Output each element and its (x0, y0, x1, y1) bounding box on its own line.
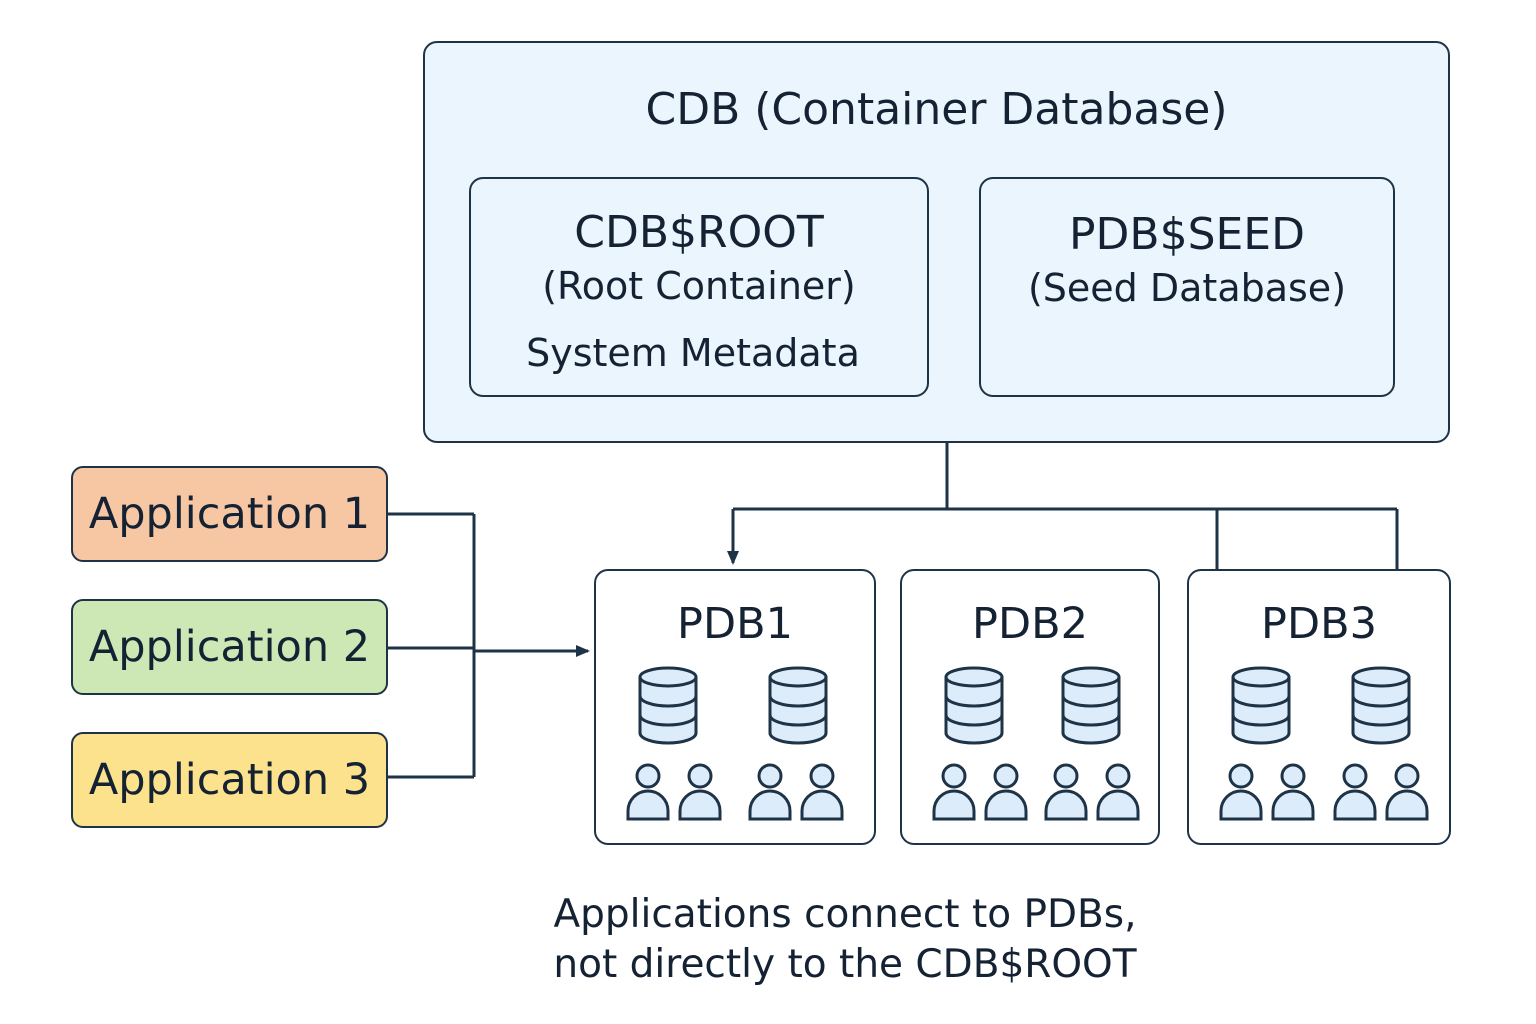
pdb3-container: PDB3 (1187, 569, 1451, 845)
users-icon (1219, 763, 1315, 821)
database-icon (944, 666, 1004, 745)
users-icon (626, 763, 722, 821)
caption-line-1: Applications connect to PDBs, (553, 892, 1137, 937)
cdb-title: CDB (Container Database) (645, 84, 1228, 135)
users-icon (932, 763, 1028, 821)
cdb-root-subtitle: (Root Container) (542, 264, 856, 308)
caption-line-2: not directly to the CDB$ROOT (553, 942, 1137, 987)
database-icon (1351, 666, 1411, 745)
application-1-label: Application 1 (88, 489, 371, 539)
users-icon (1333, 763, 1429, 821)
pdb1-title: PDB1 (677, 599, 793, 649)
application-2-box: Application 2 (71, 599, 388, 695)
application-1-box: Application 1 (71, 466, 388, 562)
cdb-root-note: System Metadata (526, 331, 860, 375)
pdb2-container: PDB2 (900, 569, 1160, 845)
application-3-box: Application 3 (71, 732, 388, 828)
pdb3-title: PDB3 (1261, 599, 1377, 649)
database-icon (768, 666, 828, 745)
pdb-seed-container: PDB$SEED (Seed Database) (979, 177, 1395, 397)
users-icon (1044, 763, 1140, 821)
application-2-label: Application 2 (88, 622, 371, 672)
diagram-caption: Applications connect to PDBs, not direct… (440, 890, 1250, 990)
cdb-root-title: CDB$ROOT (574, 207, 824, 258)
users-icon (748, 763, 844, 821)
cdb-root-container: CDB$ROOT (Root Container) System Metadat… (469, 177, 929, 397)
pdb-seed-title: PDB$SEED (1068, 209, 1305, 260)
pdb-seed-subtitle: (Seed Database) (1027, 266, 1347, 310)
database-icon (1061, 666, 1121, 745)
pdb1-container: PDB1 (594, 569, 876, 845)
application-3-label: Application 3 (88, 755, 371, 805)
database-icon (638, 666, 698, 745)
database-icon (1231, 666, 1291, 745)
pdb2-title: PDB2 (972, 599, 1088, 649)
